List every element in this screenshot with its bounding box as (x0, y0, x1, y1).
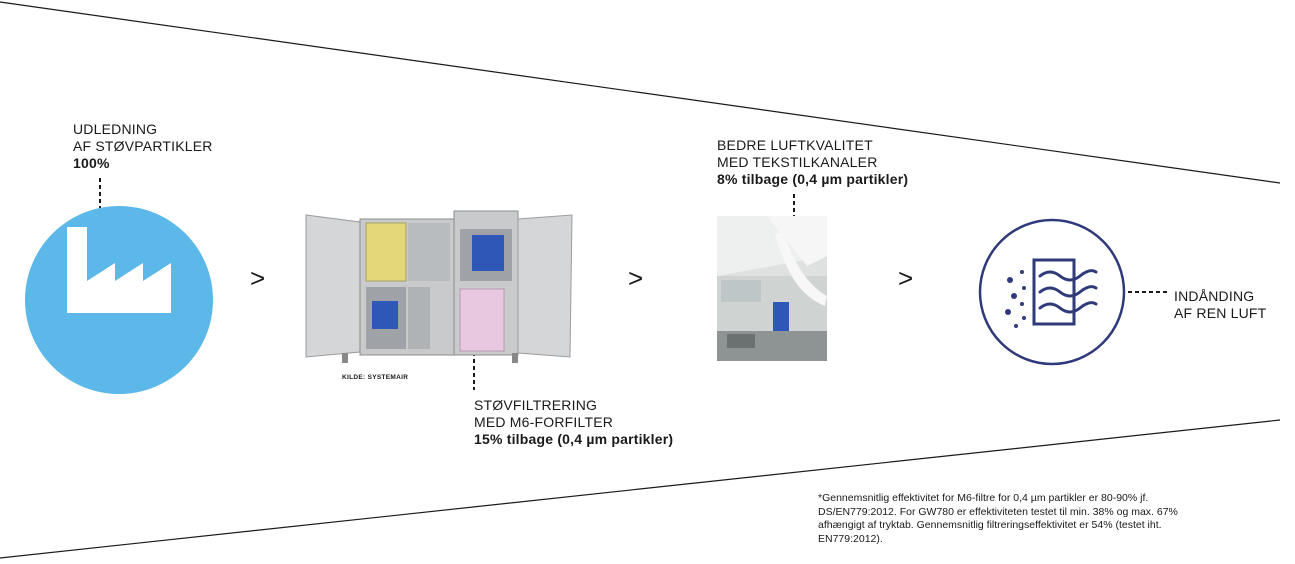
textile-duct-room-image (717, 216, 827, 361)
filtration-value: 15% tilbage (0,4 µm partikler) (474, 431, 674, 447)
textile-duct-room-drawing (717, 216, 827, 361)
footnote: *Gennemsnitlig effektivitet for M6-filtr… (818, 492, 1178, 545)
emission-line1: UDLEDNING (73, 121, 158, 137)
emission-value: 100% (73, 155, 110, 171)
air-quality-value: 8% tilbage (0,4 µm partikler) (717, 171, 909, 187)
clean-air-icon (978, 218, 1126, 366)
emission-line2: AF STØVPARTIKLER (73, 138, 213, 154)
factory-icon (25, 206, 213, 394)
air-handling-unit-image (302, 207, 574, 367)
arrow-1: > (250, 263, 266, 293)
funnel-bottom-line (0, 419, 1281, 559)
inhale-label: INDÅNDING AF REN LUFT (1174, 288, 1266, 322)
image-source: KILDE: SYSTEMAIR (342, 374, 409, 381)
air-quality-line2: MED TEKSTILKANALER (717, 154, 878, 170)
air-quality-label: BEDRE LUFTKVALITET MED TEKSTILKANALER 8%… (717, 137, 908, 188)
air-quality-line1: BEDRE LUFTKVALITET (717, 137, 873, 153)
filtration-label: STØVFILTRERING MED M6-FORFILTER 15% tilb… (474, 397, 673, 448)
arrow-2: > (628, 263, 644, 293)
funnel-top-line (0, 1, 1281, 184)
inhale-line2: AF REN LUFT (1174, 305, 1267, 321)
filtration-line2: MED M6-FORFILTER (474, 414, 614, 430)
inhale-line1: INDÅNDING (1174, 288, 1255, 304)
emission-label: UDLEDNING AF STØVPARTIKLER 100% (73, 121, 213, 172)
arrow-3: > (898, 263, 914, 293)
air-handling-unit-drawing (305, 210, 573, 363)
filtration-line1: STØVFILTRERING (474, 397, 598, 413)
